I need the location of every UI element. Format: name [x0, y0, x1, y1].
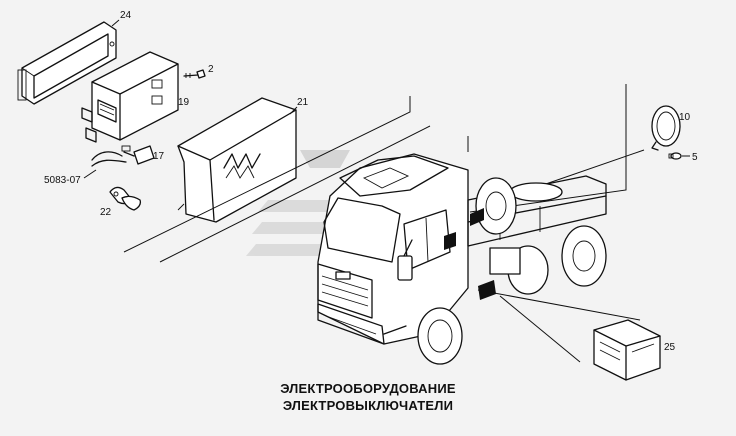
callout-5083-07: 5083-07: [44, 175, 81, 186]
bulb-5: [668, 152, 682, 160]
horn-10: [651, 105, 681, 151]
caption-line-2: ЭЛЕКТРОВЫКЛЮЧАТЕЛИ: [282, 398, 454, 413]
callout-2: 2: [208, 64, 214, 75]
callout-21: 21: [297, 97, 309, 108]
caption-line-1: ЭЛЕКТРООБОРУДОВАНИЕ: [280, 381, 456, 396]
truck-tractor: [317, 153, 607, 365]
callout-17: 17: [153, 151, 165, 162]
callout-5: 5: [692, 152, 698, 163]
clamp-22: [109, 186, 142, 211]
callout-25: 25: [664, 342, 676, 353]
cover-21: [177, 97, 297, 223]
control-unit-19: [81, 51, 179, 143]
bracket-24: [17, 21, 117, 105]
leader-24: [111, 19, 120, 27]
leader-21: [289, 106, 298, 115]
callout-22: 22: [100, 207, 112, 218]
leader-lines: [123, 84, 645, 363]
callout-19: 19: [178, 97, 190, 108]
leader-5083: [83, 169, 97, 179]
screw-2: [183, 69, 206, 79]
callout-10: 10: [679, 112, 691, 123]
switch-17: [91, 145, 155, 167]
relay-box-25: [593, 319, 661, 381]
callout-24: 24: [120, 10, 132, 21]
